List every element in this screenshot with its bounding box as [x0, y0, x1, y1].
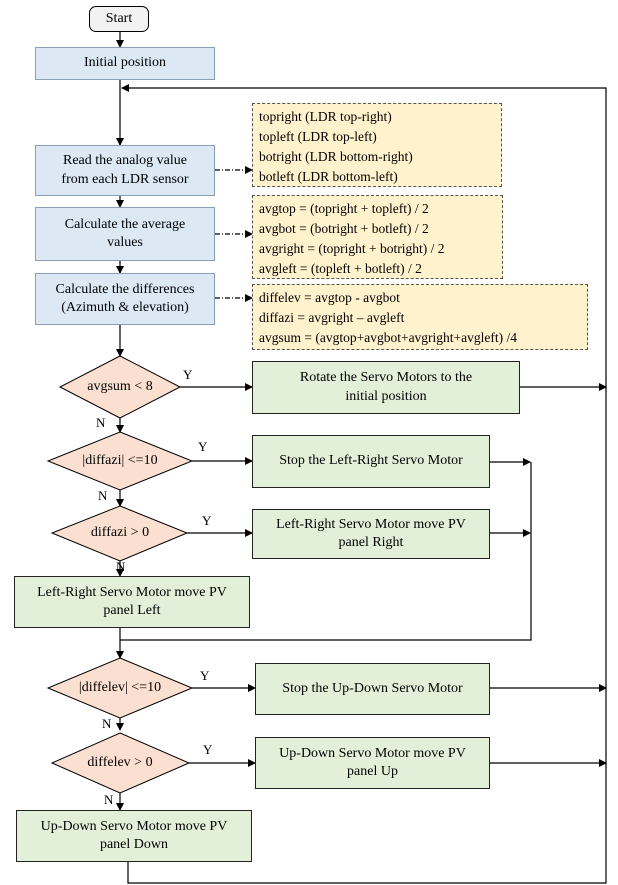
lr-right-box: Left-Right Servo Motor move PV panel Righ… — [252, 509, 490, 559]
lr-merge-line — [120, 462, 532, 641]
no-label: N — [98, 488, 108, 503]
lr-left-box: Left-Right Servo Motor move PV panel Left — [14, 576, 250, 628]
loop-return-line — [121, 84, 607, 884]
decision-diffelev-pos-label: diffelev > 0 — [87, 755, 153, 770]
read-analog-line-2: from each LDR sensor — [61, 171, 189, 187]
lr-right-line-2: panel Right — [338, 535, 404, 550]
yes-label: Y — [200, 668, 210, 683]
decision-avgsum — [58, 355, 182, 419]
no-label: N — [96, 415, 106, 430]
decision-diffazi-pos-label: diffazi > 0 — [90, 525, 150, 540]
stop-lr-box: Stop the Left-Right Servo Motor — [252, 435, 490, 488]
decision-diffazi-pos — [50, 505, 189, 562]
no-label: N — [102, 716, 112, 731]
note-averages-line: avgtop = (topright + topleft) / 2 — [259, 201, 429, 216]
note-averages-line: avgbot = (botright + botleft) / 2 — [259, 221, 429, 236]
note-differences-line: diffelev = avgtop - avgbot — [259, 290, 400, 305]
calc-diff-box: Calculate the differences (Azimuth & elev… — [35, 273, 215, 325]
decision-diffazi-abs — [46, 431, 194, 491]
read-analog-box: Read the analog value from each LDR senso… — [35, 145, 215, 196]
note-differences: diffelev = avgtop - avgbot diffazi = avg… — [252, 284, 588, 350]
calc-diff-line-1: Calculate the differences — [55, 281, 195, 297]
lr-right-line-1: Left-Right Servo Motor move PV — [276, 516, 466, 532]
note-averages: avgtop = (topright + topleft) / 2 avgbot… — [252, 195, 503, 279]
yes-label: Y — [202, 513, 212, 528]
stop-ud-box: Stop the Up-Down Servo Motor — [255, 663, 490, 715]
yes-label: Y — [203, 742, 213, 757]
ud-up-line-1: Up-Down Servo Motor move PV — [279, 745, 466, 761]
no-label: N — [104, 792, 114, 807]
lr-left-line-2: panel Left — [103, 603, 161, 618]
ud-down-line-1: Up-Down Servo Motor move PV — [40, 818, 228, 834]
note-sensors-line: topright (LDR top-right) — [259, 109, 392, 124]
note-sensors: topright (LDR top-right) topleft (LDR to… — [252, 103, 502, 187]
no-label: N — [116, 559, 126, 574]
calc-average-box: Calculate the average values — [35, 207, 215, 261]
rotate-initial-line-2: initial position — [345, 388, 427, 404]
decision-diffelev-pos — [50, 732, 191, 794]
note-sensors-line: botright (LDR bottom-right) — [259, 149, 413, 164]
decision-diffelev-abs — [46, 657, 194, 719]
note-differences-line: diffazi = avgright – avgleft — [259, 310, 405, 325]
yes-label: Y — [183, 367, 193, 382]
decision-avgsum-label: avgsum < 8 — [87, 379, 153, 394]
ud-down-box: Up-Down Servo Motor move PV panel Down — [16, 810, 252, 862]
ud-up-line-2: panel Up — [347, 764, 398, 779]
note-averages-line: avgleft = (topleft + botleft) / 2 — [259, 261, 422, 276]
ud-down-line-2: panel Down — [99, 837, 169, 852]
initial-position-box: Initial position — [35, 47, 215, 80]
rotate-initial-box: Rotate the Servo Motors to the initial po… — [252, 361, 520, 414]
read-analog-line-1: Read the analog value — [62, 153, 187, 169]
note-averages-line: avgright = (topright + botright) / 2 — [259, 241, 445, 256]
lr-left-line-1: Left-Right Servo Motor move PV — [37, 584, 227, 600]
rotate-initial-line-1: Rotate the Servo Motors to the — [299, 370, 473, 386]
calc-average-line-1: Calculate the average — [64, 216, 186, 232]
note-sensors-line: topleft (LDR top-left) — [259, 129, 377, 144]
note-sensors-line: botleft (LDR bottom-left) — [259, 169, 398, 184]
decision-diffelev-abs-label: |diffelev| <=10 — [78, 680, 162, 695]
calc-diff-line-2: (Azimuth & elevation) — [61, 300, 189, 315]
yes-label: Y — [198, 439, 208, 454]
ud-up-box: Up-Down Servo Motor move PV panel Up — [255, 737, 490, 789]
start-terminal: Start — [89, 6, 149, 32]
calc-average-line-2: values — [107, 235, 143, 250]
decision-diffazi-abs-label: |diffazi| <=10 — [82, 453, 158, 468]
note-differences-line: avgsum = (avgtop+avgbot+avgright+avgleft… — [259, 330, 518, 345]
